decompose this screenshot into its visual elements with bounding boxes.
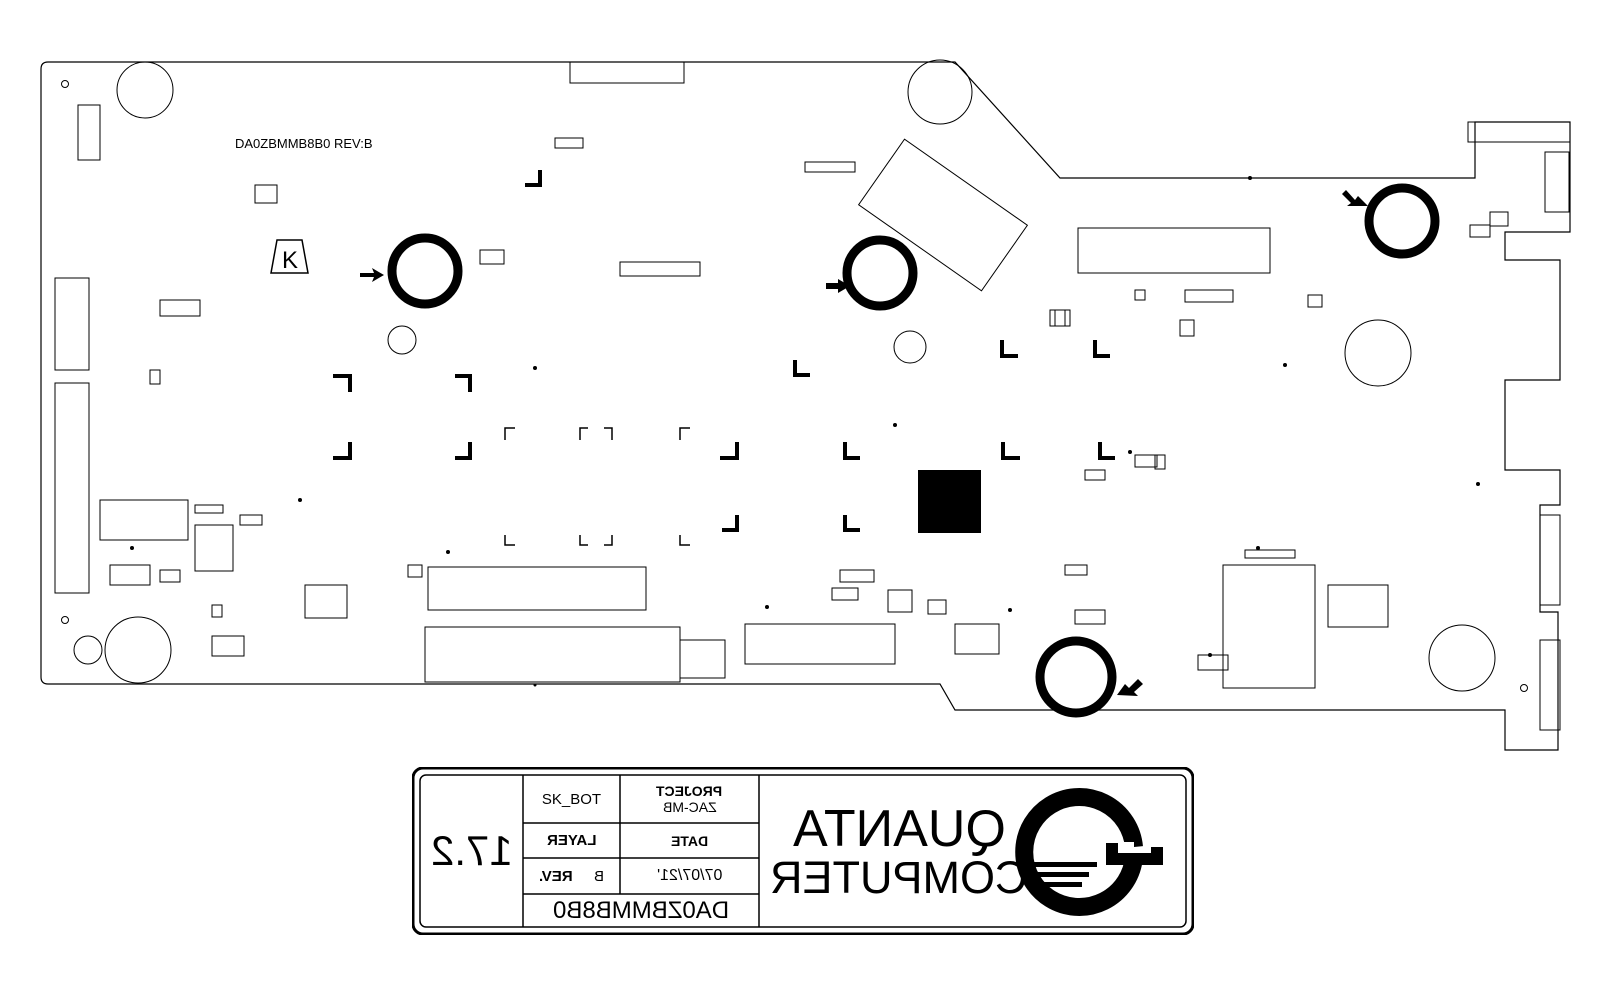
project-block: PROJECT ZAC-MB [656,783,723,815]
k-mark: K [282,247,298,274]
quanta-logo-icon [1015,788,1163,916]
layer-name: SK_BOT [541,790,602,808]
date-label: DATE [670,832,709,849]
corner-markers-thin [504,427,690,546]
pad-clusters [149,137,1509,625]
rev-field: REV. B [538,867,605,885]
right-connector [1467,121,1571,143]
mounting-holes [61,59,1528,692]
k-mark-frame [270,239,309,274]
date-value: 07/07/21' [656,867,723,884]
connector-footprints [54,104,1570,731]
via-dots [130,176,1480,687]
pcb-number: DA0ZBMMB8B0 [552,896,730,924]
pointer-arrows [360,190,1368,696]
highlighted-holes [387,183,1440,718]
center-chip [918,470,981,533]
title-block-frame [412,767,1194,935]
company-name: QUANTA COMPUTER [770,799,1028,903]
title-block: 17.2 SK_BOT PROJECT ZAC-MB LAYER DATE RE… [412,767,1194,935]
top-connector [569,61,685,84]
board-outline [40,61,1571,751]
rotated-module [857,138,1029,292]
board-part-label: DA0ZBMMB8B0 REV:B [235,136,373,151]
corner-markers [333,170,1115,532]
layer-label: LAYER [546,832,597,849]
version-number: 17.2 [430,827,513,874]
